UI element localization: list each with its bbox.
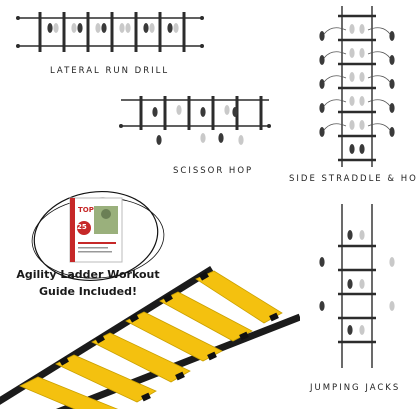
book-number-text: 25 (77, 223, 87, 231)
book-top-text: TOP (78, 206, 94, 214)
scissor-hop-diagram (119, 96, 271, 145)
guide-line-2: Guide Included! (38, 285, 138, 298)
guide-line-1: Agility Ladder Workout (16, 268, 160, 281)
scissor-hop-label: SCISSOR HOP (173, 166, 254, 176)
jumping-jacks-diagram (319, 204, 395, 368)
lateral-run-label: LATERAL RUN DRILL (50, 66, 170, 76)
jumping-jacks-label: JUMPING JACKS (310, 383, 401, 393)
side-straddle-diagram (319, 6, 395, 167)
lateral-run-diagram (16, 12, 204, 52)
agility-ladder-photo (0, 266, 300, 409)
side-straddle-label: SIDE STRADDLE & HOP (289, 174, 416, 184)
guide-caption: Agility Ladder Workout Guide Included! (8, 266, 168, 300)
guide-book-illustration (31, 190, 165, 282)
